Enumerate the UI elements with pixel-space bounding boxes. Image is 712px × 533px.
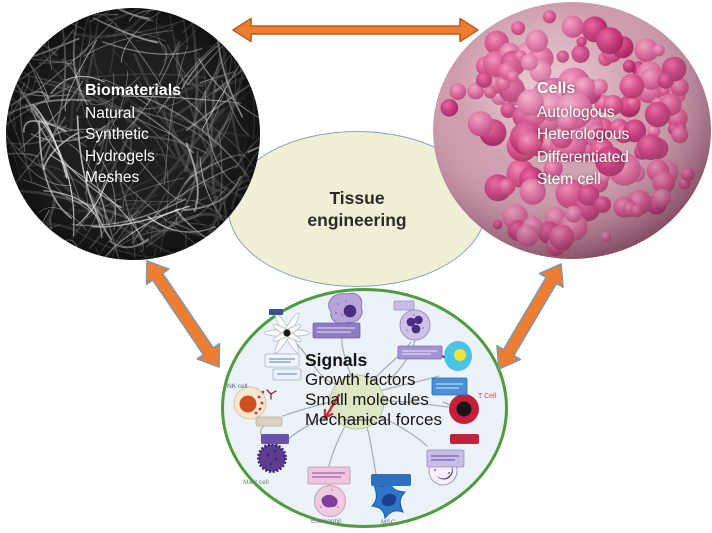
t-cell-icon	[442, 394, 479, 444]
t-cell-label: T Cell	[478, 393, 497, 400]
eosinophil-icon	[314, 485, 346, 517]
biomaterials-node: Biomaterials Natural Synthetic Hydrogels…	[6, 8, 260, 260]
arrow-biomaterials-signals	[145, 260, 221, 368]
center-title-line2: engineering	[307, 210, 407, 230]
biomaterials-scaffold-image	[6, 8, 260, 260]
red-arrow-annotation	[323, 393, 341, 420]
biomaterials-item-meshes: Meshes	[85, 169, 140, 186]
nk-cell-label: NK cell	[227, 383, 248, 390]
signals-center-node	[329, 374, 385, 430]
msc-label: MSC	[381, 519, 396, 526]
nk-cell-icon	[233, 386, 277, 420]
blue-bar-icon	[371, 474, 411, 486]
cells-item-autologous: Autologous	[537, 103, 615, 121]
center-title-line1: Tissue	[329, 188, 385, 208]
signals-item-mechanical-forces: Mechanical forces	[305, 410, 443, 429]
cells-node: Cells Autologous Heterologous Differenti…	[433, 2, 711, 259]
biomaterials-label: Biomaterials Natural Synthetic Hydrogels…	[85, 80, 181, 189]
micro-label-boxes	[255, 300, 468, 485]
cell-spheroid-image	[433, 2, 711, 259]
neutrophil-icon	[399, 309, 431, 341]
signals-item-small-molecules: Small molecules	[305, 390, 429, 409]
biomaterials-item-hydrogels: Hydrogels	[85, 147, 155, 165]
signals-item-growth-factors: Growth factors	[305, 370, 416, 389]
signals-node: T Cell MSC Eosino	[221, 288, 508, 528]
cells-title: Cells	[537, 80, 576, 97]
biomaterials-item-synthetic: Synthetic	[85, 126, 149, 143]
cells-item-heterologous: Heterologous	[537, 126, 630, 143]
center-title: Tissue engineering	[307, 187, 406, 231]
msc-cell-icon	[370, 479, 407, 520]
cells-item-stemcell: Stem cell	[537, 171, 601, 188]
biomaterials-item-natural: Natural	[85, 104, 135, 122]
mast-cell-icon	[257, 443, 287, 473]
dendritic-cell-icon	[263, 312, 311, 354]
mast-cell-label: Mast cell	[243, 479, 269, 486]
signals-label: Signals Growth factors Small molecules M…	[305, 350, 442, 430]
eosinophil-label: Eosinophil	[311, 518, 342, 525]
signals-cells-illustration: T Cell MSC Eosino	[221, 288, 508, 528]
cells-item-differentiated: Differentiated	[537, 148, 629, 166]
cells-label: Cells Autologous Heterologous Differenti…	[537, 78, 629, 192]
signals-title: Signals	[305, 350, 368, 370]
macrophage-icon	[328, 292, 363, 325]
biomaterials-title: Biomaterials	[85, 82, 182, 99]
